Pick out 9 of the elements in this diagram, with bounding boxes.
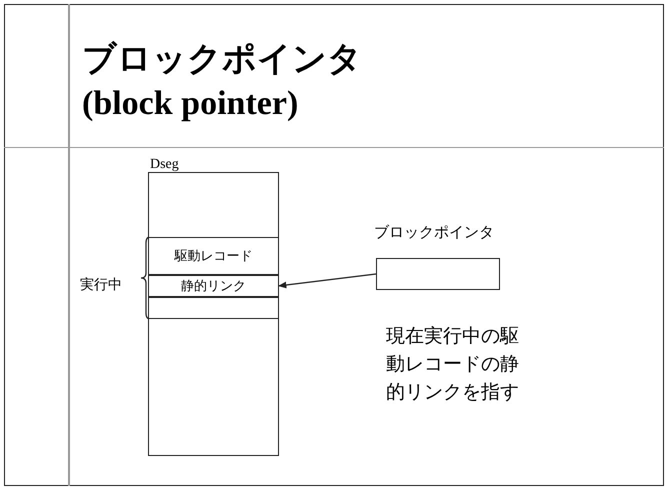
record-slot: 静的リンク: [149, 275, 278, 297]
record-slot: 駆動レコード: [149, 237, 278, 275]
box-label: ブロックポインタ: [374, 222, 494, 242]
slide-title: ブロックポインタ (block pointer): [82, 40, 363, 124]
arrow: [278, 273, 376, 288]
empty-slot: [149, 297, 278, 319]
bracket-label: 実行中: [80, 276, 122, 294]
note-text: 現在実行中の駆動レコードの静的リンクを指す: [386, 324, 520, 405]
column-label: Dseg: [150, 158, 179, 172]
